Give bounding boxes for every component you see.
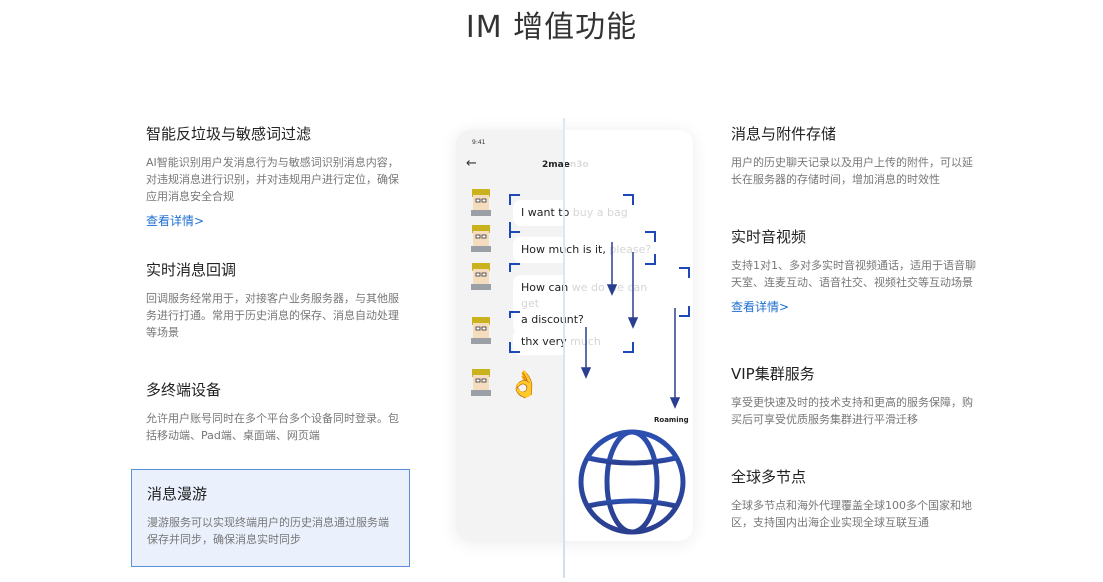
avatar-icon	[471, 263, 491, 290]
page-title: IM 增值功能	[465, 10, 638, 45]
feature-title: 消息漫游	[147, 485, 208, 503]
view-details-link[interactable]: 查看详情>	[731, 300, 790, 314]
avatar-icon	[471, 369, 491, 396]
roaming-diagram	[509, 194, 690, 409]
globe-icon	[578, 429, 686, 535]
chat-message: I want to buy a bag	[513, 200, 636, 226]
feature-title: 实时消息回调	[146, 261, 237, 279]
feature-title: 智能反垃圾与敏感词过滤	[146, 125, 312, 143]
feature-storage: 消息与附件存储 用户的历史聊天记录以及用户上传的附件，可以延长在服务器的存储时间…	[731, 124, 983, 188]
feature-desc: 允许用户账号同时在多个平台多个设备同时登录。包括移动端、Pad端、桌面端、网页端	[146, 412, 399, 442]
feature-rtc: 实时音视频 支持1对1、多对多实时音视频通话，适用于语音聊天室、连麦互动、语音社…	[731, 227, 983, 315]
feature-desc: 用户的历史聊天记录以及用户上传的附件，可以延长在服务器的存储时间，增加消息的时效…	[731, 156, 973, 186]
phone-mockup: 9:41 ← 2maen3o I want to buy a bag How m…	[456, 130, 693, 541]
feature-title: 消息与附件存储	[731, 125, 837, 143]
feature-callback: 实时消息回调 回调服务经常用于，对接客户业务服务器，与其他服务进行打通。常用于历…	[146, 260, 408, 341]
chat-message: How much is it, please?	[513, 237, 660, 263]
avatar-icon	[471, 317, 491, 344]
feature-desc: AI智能识别用户发消息行为与敏感词识别消息内容，对违规消息进行识别，并对违规用户…	[146, 156, 399, 203]
feature-title: VIP集群服务	[731, 365, 815, 383]
feature-message-roaming[interactable]: 消息漫游 漫游服务可以实现终端用户的历史消息通过服务端保存并同步，确保消息实时同…	[131, 469, 410, 567]
feature-title: 实时音视频	[731, 228, 807, 246]
feature-desc: 支持1对1、多对多实时音视频通话，适用于语音聊天室、连麦互动、语音社交、视频社交…	[731, 259, 976, 289]
avatar-icon	[471, 225, 491, 252]
feature-title: 全球多节点	[731, 468, 807, 486]
avatar-icon	[471, 189, 491, 216]
ok-hand-icon: 👌	[508, 370, 541, 400]
divider	[563, 118, 565, 578]
feature-global-nodes: 全球多节点 全球多节点和海外代理覆盖全球100多个国家和地区，支持国内出海企业实…	[731, 467, 983, 531]
chat-message: thx very much	[513, 329, 609, 355]
status-time: 9:41	[472, 139, 486, 146]
feature-vip-cluster: VIP集群服务 享受更快速及时的技术支持和更高的服务保障，购买后可享受优质服务集…	[731, 364, 983, 428]
roaming-label: Roaming	[654, 416, 689, 424]
feature-desc: 回调服务经常用于，对接客户业务服务器，与其他服务进行打通。常用于历史消息的保存、…	[146, 292, 399, 339]
back-arrow-icon[interactable]: ←	[466, 156, 477, 171]
feature-multi-device: 多终端设备 允许用户账号同时在多个平台多个设备同时登录。包括移动端、Pad端、桌…	[146, 380, 408, 444]
feature-desc: 漫游服务可以实现终端用户的历史消息通过服务端保存并同步，确保消息实时同步	[147, 516, 389, 546]
view-details-link[interactable]: 查看详情>	[146, 214, 205, 228]
feature-desc: 全球多节点和海外代理覆盖全球100多个国家和地区，支持国内出海企业实现全球互联互…	[731, 499, 972, 529]
feature-anti-spam: 智能反垃圾与敏感词过滤 AI智能识别用户发消息行为与敏感词识别消息内容，对违规消…	[146, 124, 408, 229]
feature-desc: 享受更快速及时的技术支持和更高的服务保障，购买后可享受优质服务集群进行平滑迁移	[731, 396, 973, 426]
feature-title: 多终端设备	[146, 381, 222, 399]
chat-contact-name: 2maen3o	[542, 160, 589, 170]
